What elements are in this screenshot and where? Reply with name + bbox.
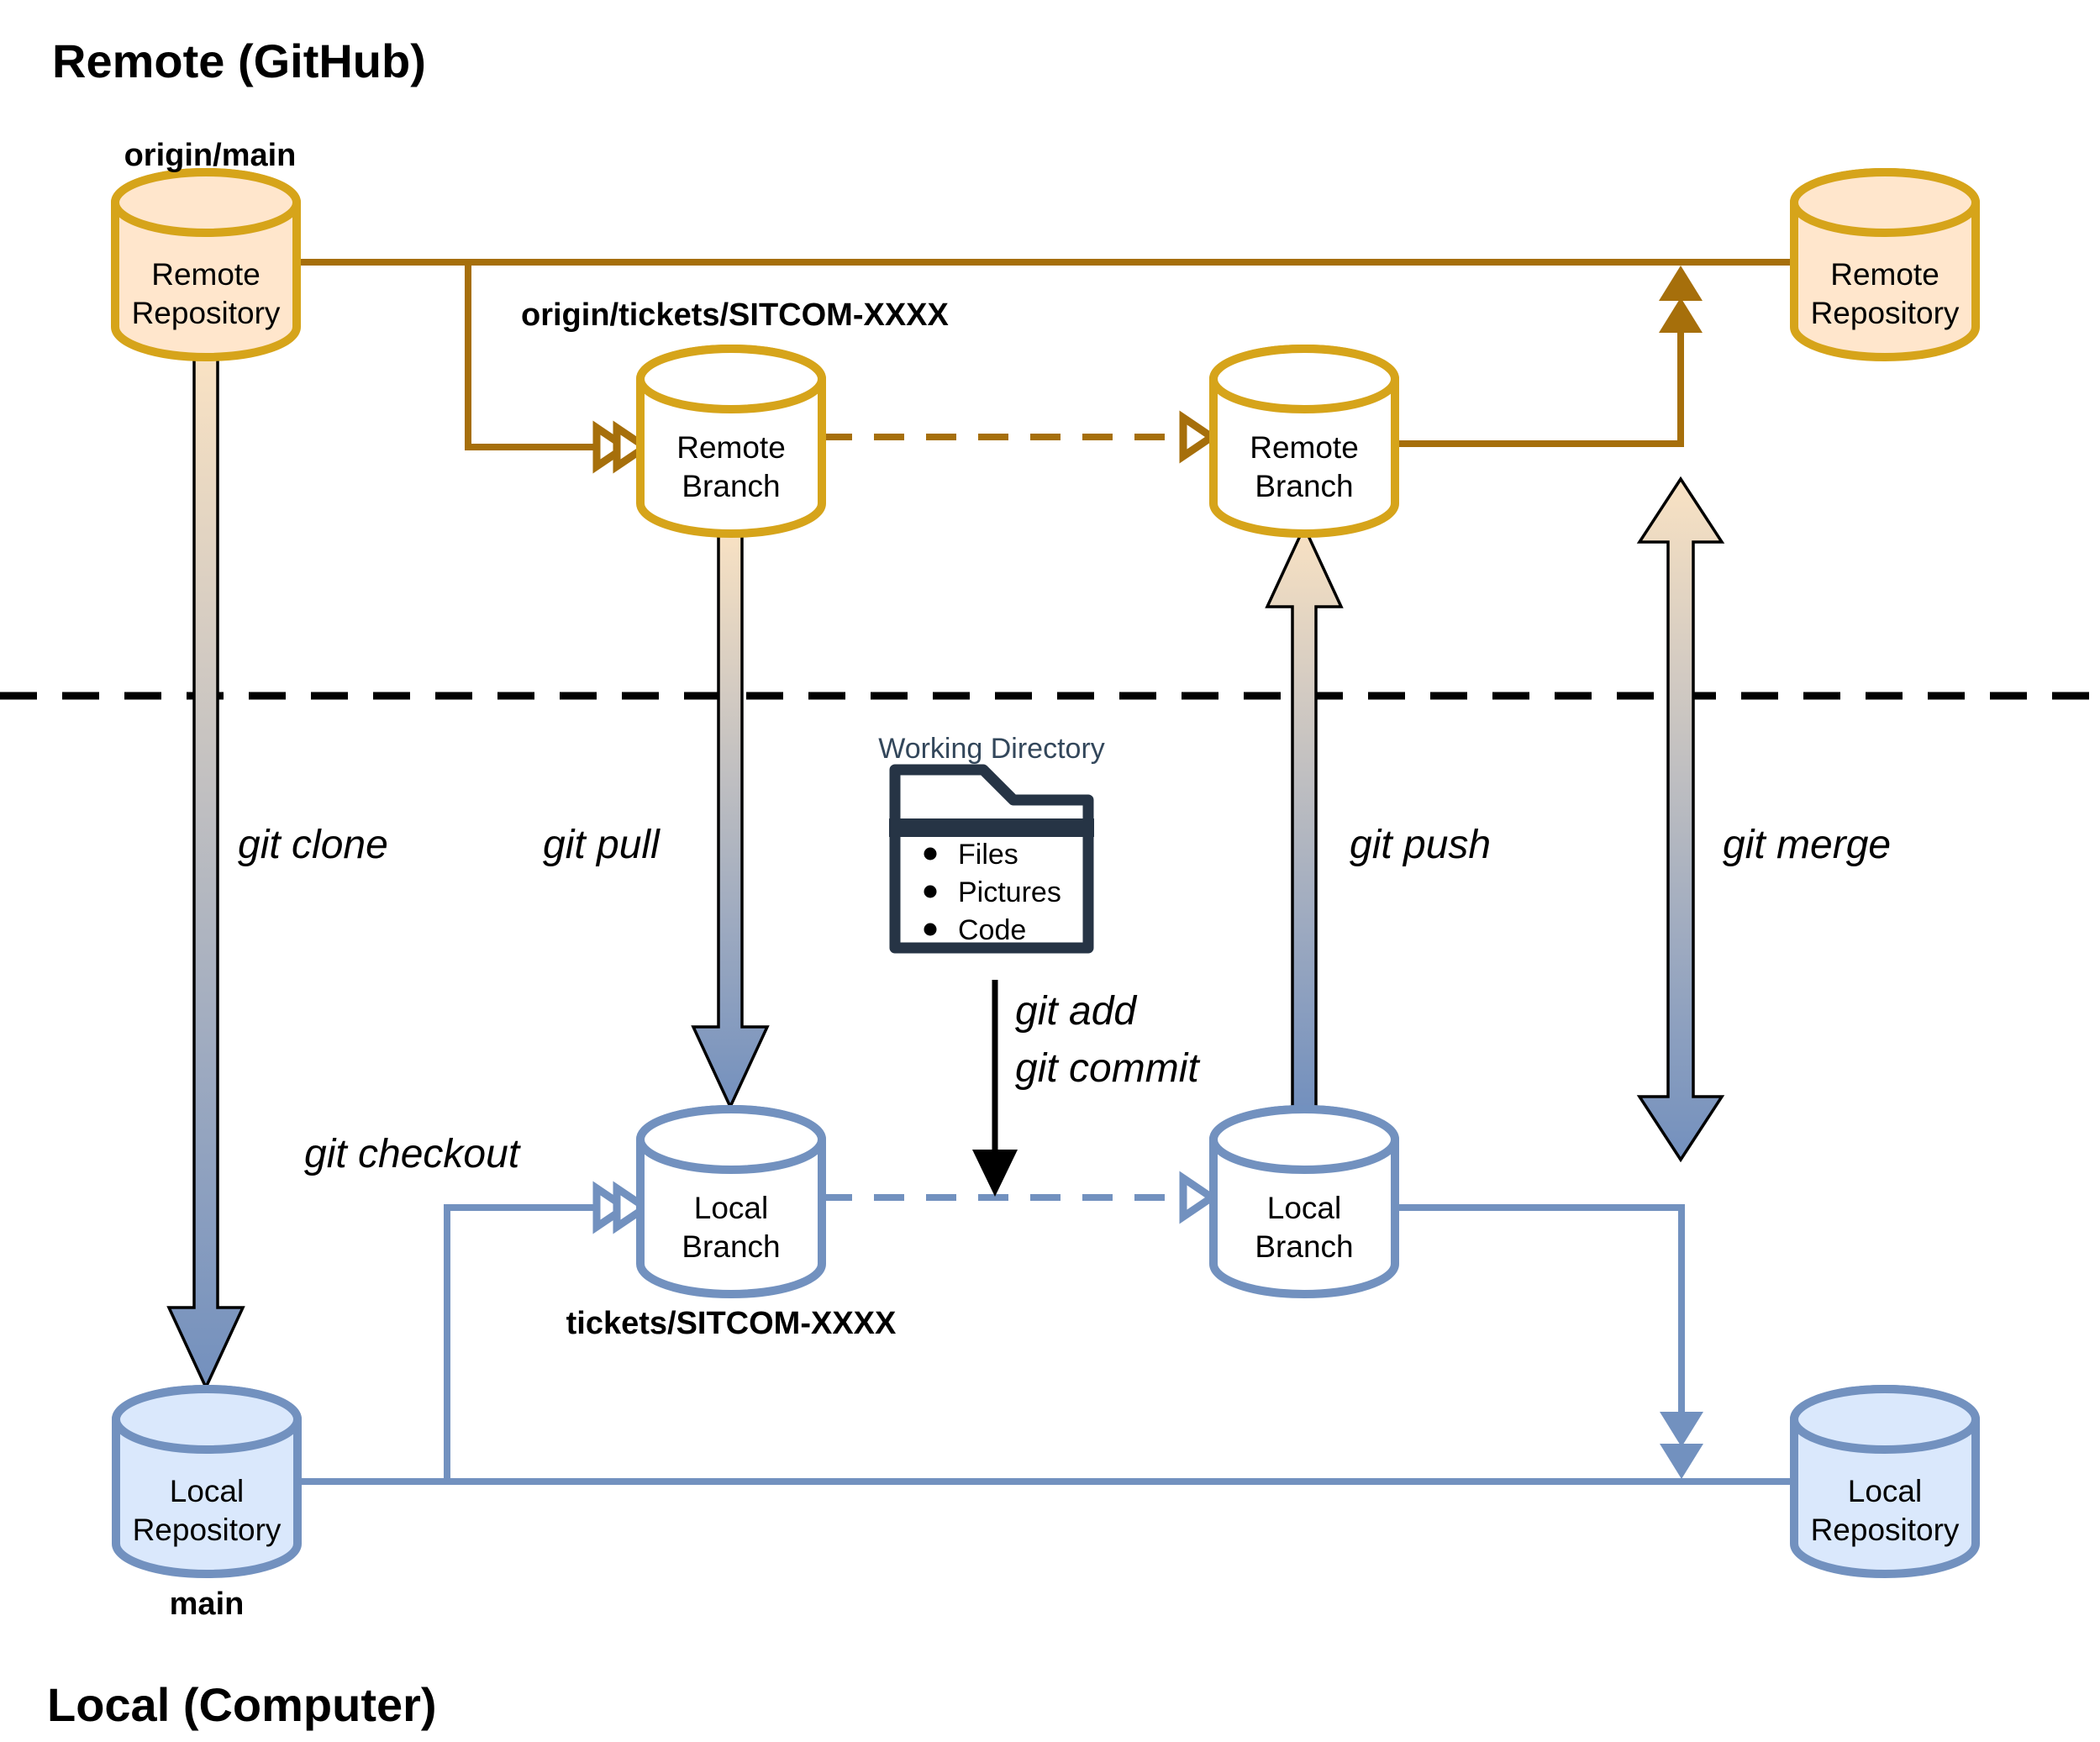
local-branch-left-label: Local Branch xyxy=(640,1109,822,1286)
cylinder-label-line: Local xyxy=(1847,1474,1923,1508)
local-region-title: Local (Computer) xyxy=(47,1678,437,1731)
working-directory-item: Code xyxy=(958,914,1027,946)
git-pull-label: git pull xyxy=(543,823,660,867)
local-repository-right-label: Local Repository xyxy=(1794,1389,1976,1574)
remote-branch-in-chevron-icon xyxy=(592,420,633,474)
bullet-dot-icon xyxy=(924,885,937,898)
remote-branch-left-label: Remote Branch xyxy=(640,349,822,525)
working-directory-folder-icon xyxy=(889,764,1094,954)
remote-dashed-arrowhead-icon xyxy=(1179,410,1219,464)
cylinder-label-line: Remote xyxy=(1830,257,1939,292)
local-branch-right-label: Local Branch xyxy=(1213,1109,1395,1286)
git-clone-label: git clone xyxy=(238,823,388,867)
remote-repository-right-label: Remote Repository xyxy=(1794,172,1976,357)
bullet-dot-icon xyxy=(924,923,937,936)
git-push-arrow xyxy=(1265,523,1344,1109)
git-checkout-line xyxy=(444,1204,598,1481)
git-clone-arrow xyxy=(166,357,245,1392)
origin-main-tag: origin/main xyxy=(124,138,297,173)
remote-merge-up-arrowhead-icon xyxy=(1659,297,1703,333)
remote-region-title: Remote (GitHub) xyxy=(52,34,426,87)
local-dashed-arrowhead-icon xyxy=(1179,1171,1219,1224)
cylinder-label-line: Repository xyxy=(131,296,281,330)
cylinder-label-line: Repository xyxy=(132,1513,282,1547)
cylinder-label-line: Branch xyxy=(682,469,781,503)
cylinder-label-line: Remote xyxy=(151,257,261,292)
cylinder-label-line: Repository xyxy=(1810,1513,1960,1547)
cylinder-label-line: Repository xyxy=(1810,296,1960,330)
git-commit-label: git commit xyxy=(1015,1046,1199,1091)
origin-tickets-tag: origin/tickets/SITCOM-XXXX xyxy=(521,297,949,333)
git-merge-arrow xyxy=(1636,476,1725,1163)
remote-repository-left-label: Remote Repository xyxy=(115,172,297,357)
local-repository-left-label: Local Repository xyxy=(116,1389,297,1574)
git-checkout-label: git checkout xyxy=(304,1132,520,1176)
main-tag: main xyxy=(169,1587,245,1622)
cylinder-label-line: Branch xyxy=(1255,469,1354,503)
remote-merge-up-arrowhead-icon xyxy=(1659,266,1703,301)
bullet-dot-icon xyxy=(924,847,937,860)
cylinder-label-line: Local xyxy=(693,1191,769,1225)
local-branch-in-chevron-icon xyxy=(592,1181,633,1234)
remote-branch-in-chevron-icon xyxy=(613,420,653,474)
working-directory-title: Working Directory xyxy=(878,733,1105,765)
remote-branch-return-line xyxy=(1395,333,1684,447)
git-pull-arrow xyxy=(691,527,770,1111)
local-return-down-arrowhead-icon xyxy=(1660,1444,1703,1479)
cylinder-label-line: Local xyxy=(1266,1191,1342,1225)
cylinder-label-line: Local xyxy=(169,1474,245,1508)
cylinder-label-line: Branch xyxy=(682,1229,781,1264)
cylinder-label-line: Remote xyxy=(676,430,786,465)
git-push-label: git push xyxy=(1350,823,1492,867)
working-directory-item: Pictures xyxy=(958,876,1061,908)
cylinder-label-line: Remote xyxy=(1250,430,1359,465)
remote-branch-out-line xyxy=(465,262,598,450)
git-add-commit-arrow xyxy=(972,980,1018,1197)
tickets-tag: tickets/SITCOM-XXXX xyxy=(566,1306,897,1341)
working-directory-item: Files xyxy=(958,839,1018,871)
local-return-down-arrowhead-icon xyxy=(1660,1412,1703,1447)
local-branch-in-chevron-icon xyxy=(613,1181,653,1234)
git-add-label: git add xyxy=(1015,989,1137,1034)
cylinder-label-line: Branch xyxy=(1255,1229,1354,1264)
local-branch-return-line xyxy=(1395,1204,1685,1413)
git-merge-label: git merge xyxy=(1723,823,1892,867)
remote-branch-right-label: Remote Branch xyxy=(1213,349,1395,525)
